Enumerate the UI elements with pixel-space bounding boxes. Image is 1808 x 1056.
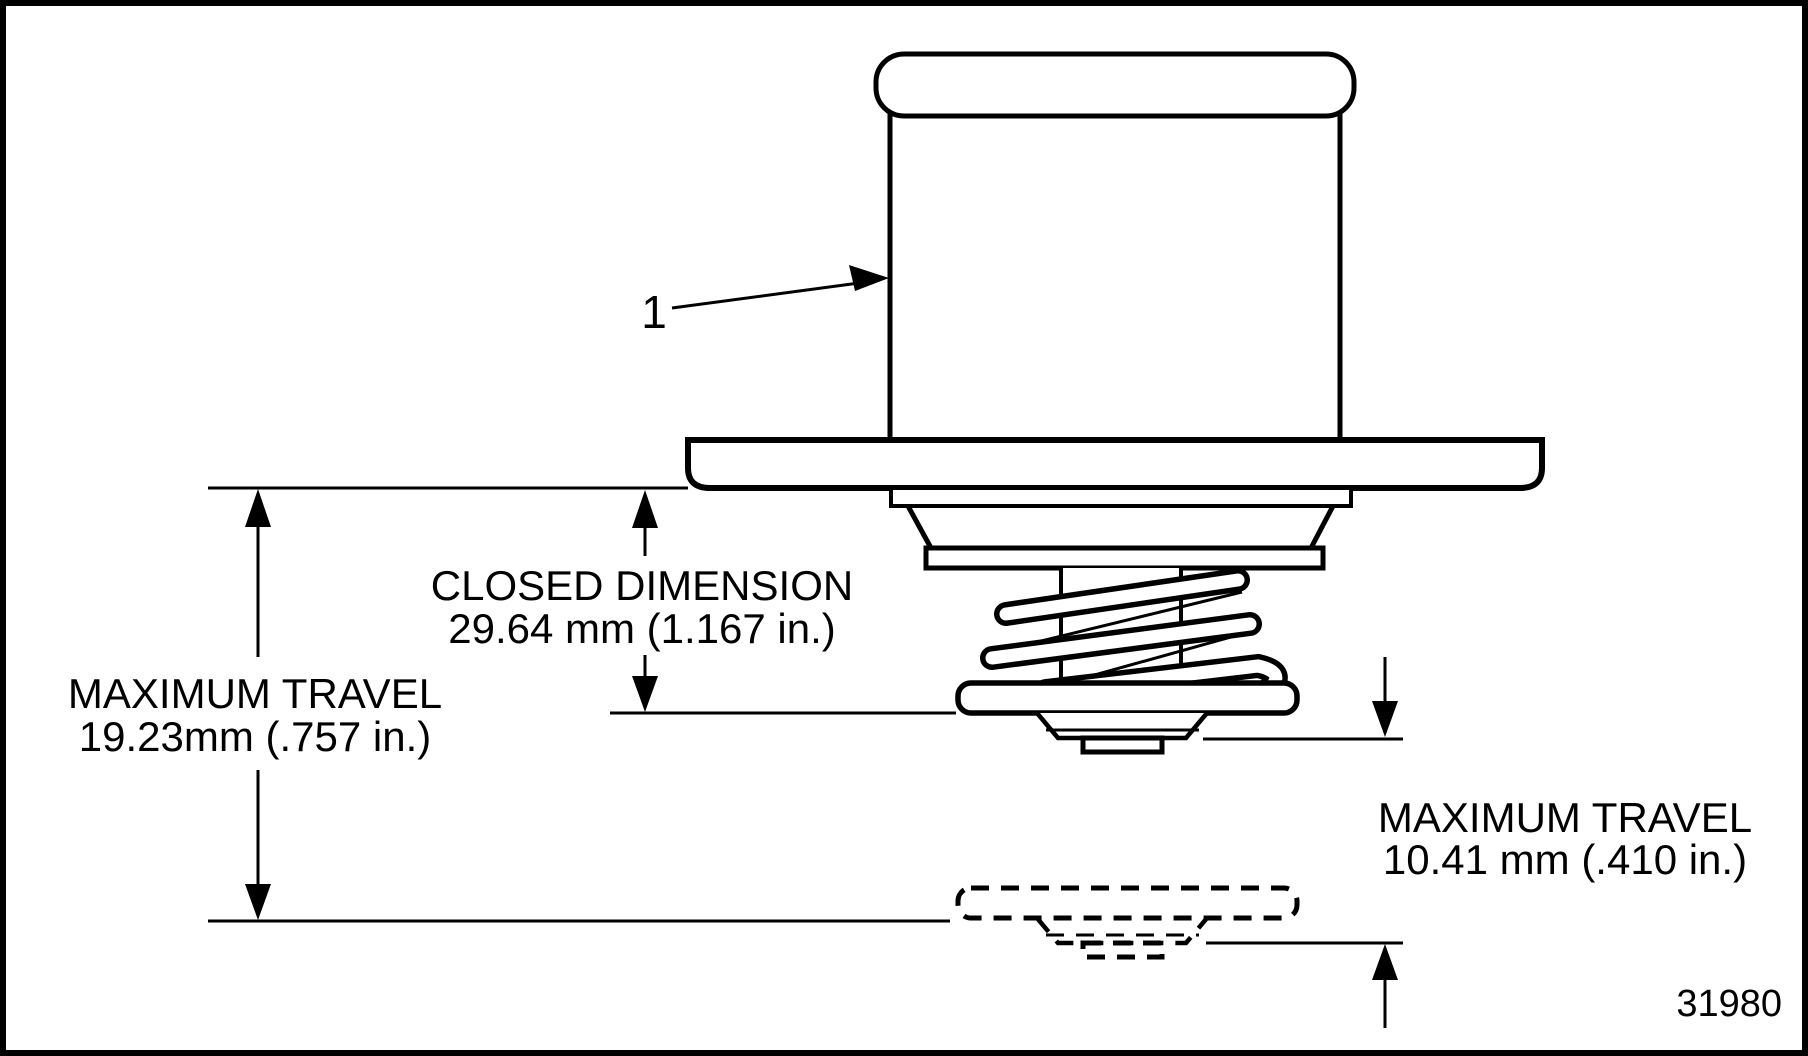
part-callout: 1 bbox=[641, 265, 889, 338]
closed-dimension-title: CLOSED DIMENSION bbox=[431, 562, 853, 609]
labels: CLOSED DIMENSION 29.64 mm (1.167 in.) MA… bbox=[68, 562, 1782, 1025]
dimension-arrow-down-icon bbox=[632, 676, 658, 712]
thermostat-flange bbox=[685, 437, 1545, 491]
spring-seat-plate bbox=[923, 545, 1326, 571]
thermostat-cap bbox=[873, 51, 1357, 119]
dimension-arrow-down-icon bbox=[1372, 701, 1398, 737]
valve-closed bbox=[955, 680, 1300, 755]
dimension-arrow-up-icon bbox=[632, 490, 658, 528]
max-travel-right-title: MAXIMUM TRAVEL bbox=[1378, 794, 1752, 841]
bracket-slab bbox=[889, 486, 1353, 508]
dimension-arrow-up-icon bbox=[245, 489, 271, 527]
closed-dimension-value: 29.64 mm (1.167 in.) bbox=[448, 605, 836, 652]
thermostat-body bbox=[887, 97, 1343, 445]
max-travel-left-title: MAXIMUM TRAVEL bbox=[68, 670, 442, 717]
leader-line bbox=[671, 279, 875, 310]
dimension-closed bbox=[610, 490, 956, 715]
dimension-max-travel-right bbox=[1203, 657, 1403, 1028]
valve-open-ghost bbox=[955, 885, 1300, 960]
figure-number: 31980 bbox=[1676, 983, 1782, 1025]
valve-stem bbox=[1080, 735, 1165, 755]
dimension-arrow-down-icon bbox=[245, 884, 271, 920]
part-label: 1 bbox=[641, 286, 667, 338]
bracket-taper bbox=[905, 504, 1336, 550]
valve-plate bbox=[955, 680, 1300, 716]
leader-arrowhead-icon bbox=[849, 265, 889, 291]
dimension-max-travel-left bbox=[208, 486, 950, 923]
valve-poppet bbox=[1035, 711, 1209, 741]
spring bbox=[980, 568, 1288, 703]
max-travel-right-value: 10.41 mm (.410 in.) bbox=[1383, 836, 1747, 883]
max-travel-left-value: 19.23mm (.757 in.) bbox=[79, 713, 432, 760]
dimension-arrow-up-icon bbox=[1372, 944, 1398, 980]
thermostat bbox=[685, 51, 1545, 960]
